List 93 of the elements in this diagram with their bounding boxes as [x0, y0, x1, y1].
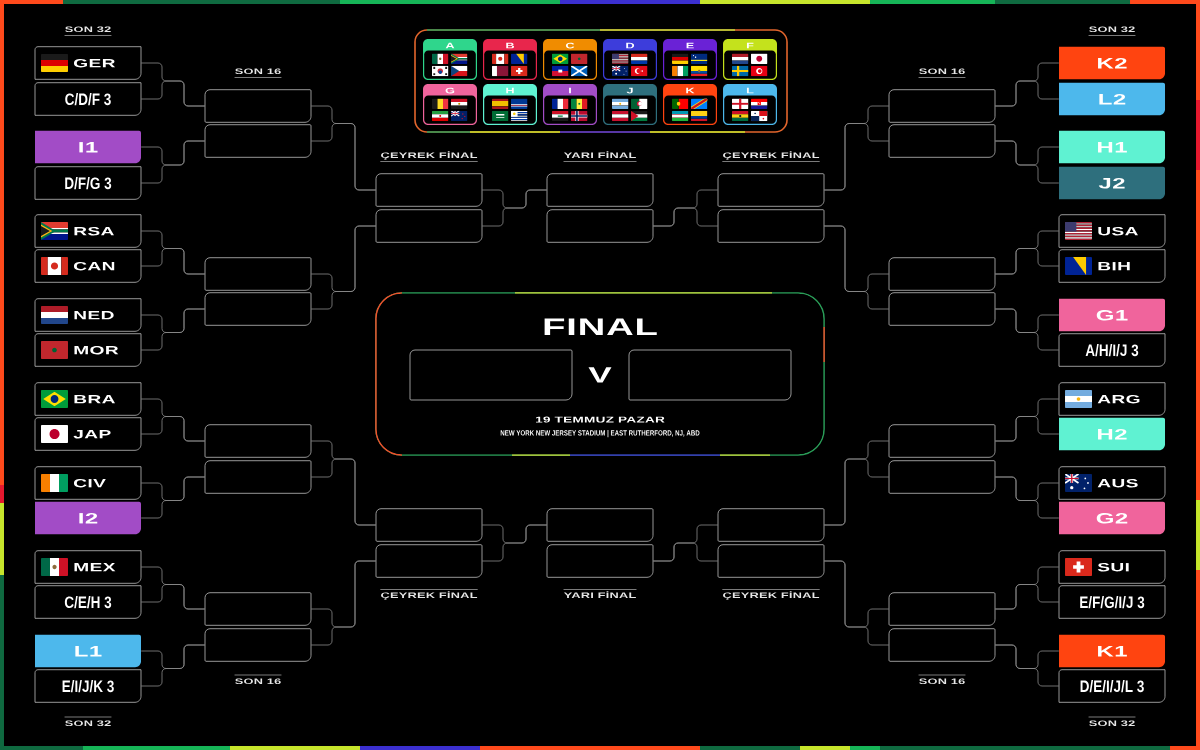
empty-slot: [628, 349, 792, 401]
bracket-line: [652, 207, 719, 227]
team-box: G1: [1059, 298, 1165, 332]
section-label: SON 32: [65, 26, 111, 33]
bracket-line: [652, 542, 719, 562]
empty-slot: [204, 257, 312, 291]
bracket-line: [310, 225, 377, 310]
bracket-line: [823, 458, 890, 526]
section-label: ÇEYREK FİNAL: [381, 591, 478, 600]
empty-slot: [204, 292, 312, 326]
empty-slot: [717, 209, 825, 243]
section-label: SON 32: [1089, 720, 1135, 727]
section-label: YARI FİNAL: [563, 591, 636, 598]
empty-slot: [204, 424, 312, 458]
bracket-line: [140, 140, 206, 184]
empty-slot: [888, 124, 996, 158]
date-text: 19 TEMMUZ PAZAR: [536, 416, 665, 423]
bracket-line: [140, 644, 206, 687]
empty-slot: [888, 292, 996, 326]
team-box: I2: [35, 501, 141, 535]
team-box: H2: [1059, 417, 1165, 451]
team-box: E/F/G/I/J 3: [1058, 585, 1166, 619]
section-label: SON 16: [235, 68, 281, 75]
section-label: SON 16: [919, 678, 965, 685]
empty-slot: [888, 89, 996, 123]
empty-slot: [375, 508, 483, 542]
team-box: L1: [35, 634, 141, 668]
bracket-line: [140, 248, 206, 275]
team-box: D/F/G 3: [34, 166, 142, 200]
section-label: SON 32: [65, 720, 111, 727]
empty-slot: [546, 173, 654, 207]
bracket-line: [481, 524, 548, 562]
bracket-line: [994, 416, 1060, 442]
empty-slot: [204, 628, 312, 662]
bracket-line: [823, 560, 890, 646]
empty-slot: [717, 508, 825, 542]
empty-slot: [717, 173, 825, 207]
section-label: SON 16: [919, 68, 965, 75]
bracket-line: [310, 458, 377, 526]
empty-slot: [409, 349, 573, 401]
bracket-line: [140, 308, 206, 351]
section-label: ÇEYREK FİNAL: [723, 151, 820, 160]
bracket-line: [140, 476, 206, 519]
bracket-line: [310, 123, 377, 191]
bracket-line: [994, 248, 1060, 275]
bracket-line: [140, 416, 206, 442]
section-label: ÇEYREK FİNAL: [723, 591, 820, 600]
bracket-line: [994, 584, 1060, 610]
team-box: J2: [1059, 166, 1165, 200]
empty-slot: [375, 209, 483, 243]
team-box: G2: [1059, 501, 1165, 535]
bracket-line: [481, 189, 548, 227]
team-box: C/D/F 3: [34, 82, 142, 116]
empty-slot: [717, 544, 825, 578]
empty-slot: [204, 124, 312, 158]
team-box: K2: [1059, 46, 1165, 80]
empty-slot: [204, 592, 312, 626]
empty-slot: [546, 544, 654, 578]
bracket-line: [994, 308, 1060, 351]
empty-slot: [888, 424, 996, 458]
empty-slot: [204, 460, 312, 494]
section-label: SON 16: [235, 678, 281, 685]
section-label: ÇEYREK FİNAL: [381, 151, 478, 160]
team-box: L2: [1059, 82, 1165, 116]
bracket-line: [823, 225, 890, 310]
team-box: D/E/I/J/L 3: [1058, 669, 1166, 703]
empty-slot: [888, 592, 996, 626]
empty-slot: [546, 508, 654, 542]
bracket-line: [823, 123, 890, 191]
bracket-line: [994, 476, 1060, 519]
empty-slot: [888, 460, 996, 494]
section-label: YARI FİNAL: [563, 151, 636, 158]
final-title: FINAL: [544, 318, 657, 335]
team-box: I1: [35, 130, 141, 164]
empty-slot: [204, 89, 312, 123]
team-box: E/I/J/K 3: [34, 669, 142, 703]
empty-slot: [546, 209, 654, 243]
bracket-line: [994, 140, 1060, 184]
team-box: K1: [1059, 634, 1165, 668]
bracket-line: [994, 644, 1060, 687]
empty-slot: [375, 544, 483, 578]
team-box: C/E/H 3: [34, 585, 142, 619]
team-box: H1: [1059, 130, 1165, 164]
empty-slot: [888, 628, 996, 662]
bracket-line: [994, 80, 1060, 107]
bracket-line: [310, 560, 377, 646]
bracket-line: [140, 584, 206, 610]
section-label: SON 32: [1089, 26, 1135, 33]
empty-slot: [375, 173, 483, 207]
empty-slot: [888, 257, 996, 291]
bracket-line: [140, 80, 206, 107]
vs-text: V: [588, 367, 612, 383]
team-box: A/H/I/J 3: [1058, 333, 1166, 367]
